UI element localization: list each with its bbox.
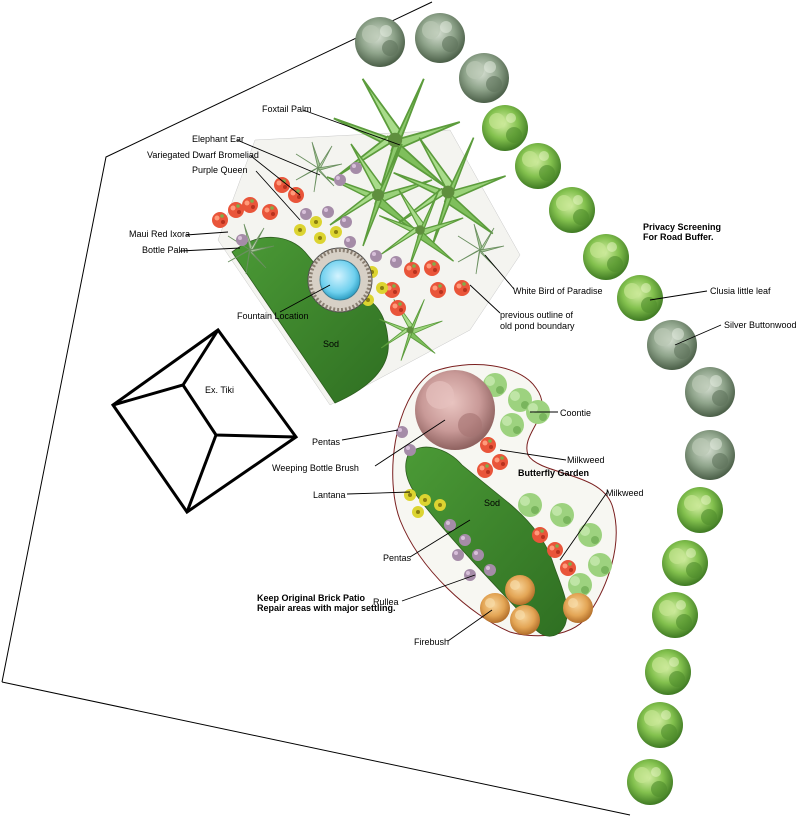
label-privacy-1: Privacy Screening (643, 222, 721, 232)
label-rullea: Rullea (373, 597, 399, 607)
label-ex-tiki: Ex. Tiki (205, 385, 234, 395)
label-firebush: Firebush (414, 637, 449, 647)
label-coontie: Coontie (560, 408, 591, 418)
label-clusia: Clusia little leaf (710, 286, 771, 296)
label-privacy-2: For Road Buffer. (643, 232, 714, 242)
label-lantana: Lantana (313, 490, 346, 500)
label-previous-outline-2: old pond boundary (500, 321, 575, 331)
label-previous-outline-1: previous outline of (500, 310, 574, 320)
butterfly-garden-bed (392, 364, 617, 637)
fountain (307, 247, 373, 313)
label-pentas-top: Pentas (312, 437, 341, 447)
label-foxtail-palm: Foxtail Palm (262, 104, 312, 114)
leader-lines (179, 109, 722, 642)
label-fountain-location: Fountain Location (237, 311, 309, 321)
label-silver-buttonwood: Silver Buttonwood (724, 320, 797, 330)
label-bottle-palm: Bottle Palm (142, 245, 188, 255)
property-boundary (1, 1, 433, 683)
ex-tiki-structure (110, 327, 299, 515)
weeping-bottle-brush-tree (415, 370, 495, 450)
label-patio-2: Repair areas with major settling. (257, 603, 396, 613)
label-sod-bottom: Sod (484, 498, 500, 508)
label-variegated-dwarf-bromeliad: Variegated Dwarf Bromeliad (147, 150, 259, 160)
label-weeping-bottle-brush: Weeping Bottle Brush (272, 463, 359, 473)
property-boundary-bottom (1, 681, 631, 816)
label-milkweed-2: Milkweed (606, 488, 644, 498)
label-maui-red-ixora: Maui Red Ixora (129, 229, 190, 239)
label-pentas-bottom: Pentas (383, 553, 412, 563)
label-white-bird-of-paradise: White Bird of Paradise (513, 286, 603, 296)
label-purple-queen: Purple Queen (192, 165, 248, 175)
label-butterfly-garden: Butterfly Garden (518, 468, 589, 478)
top-garden-bed (212, 77, 521, 406)
label-patio-1: Keep Original Brick Patio (257, 593, 366, 603)
label-sod-top: Sod (323, 339, 339, 349)
plan-labels: Foxtail Palm Elephant Ear Variegated Dwa… (129, 104, 797, 647)
label-elephant-ear: Elephant Ear (192, 134, 244, 144)
label-milkweed-1: Milkweed (567, 455, 605, 465)
